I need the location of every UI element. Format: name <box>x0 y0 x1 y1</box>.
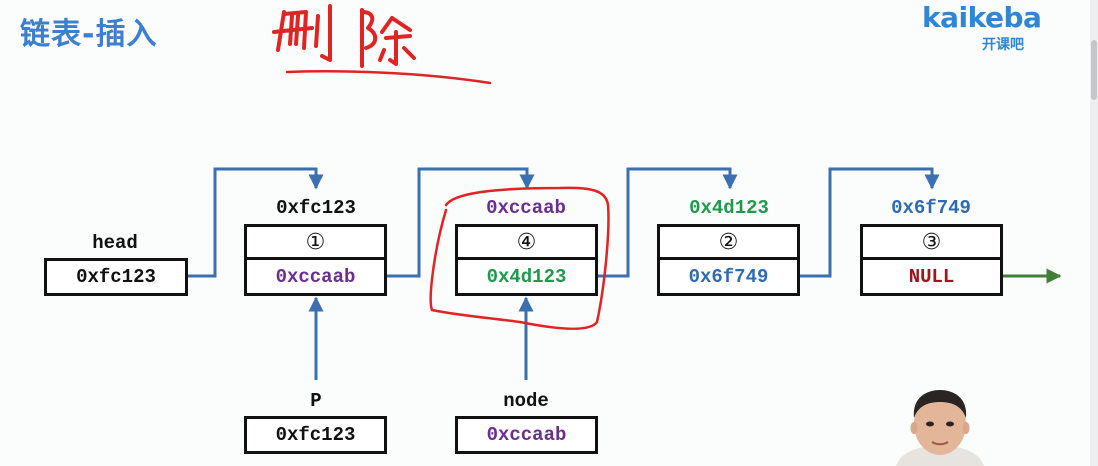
handwriting-underline <box>285 70 492 85</box>
handwritten-delete-note <box>272 4 416 68</box>
node-2-address: 0x4d123 <box>689 197 769 219</box>
node-3-next: NULL <box>908 265 955 288</box>
node-1-address: 0xfc123 <box>276 197 356 219</box>
p-pointer-label: P <box>310 390 322 412</box>
scrollbar-thumb[interactable] <box>1091 40 1097 100</box>
node-pointer-box: 0xccaab <box>455 416 598 454</box>
logo-wordmark: kaikeba <box>922 1 1042 34</box>
node-2-next: 0x6f749 <box>688 265 769 288</box>
head-label: head <box>92 232 138 254</box>
highlight-circle <box>429 186 610 330</box>
node-1-next: 0xccaab <box>275 265 356 288</box>
node-4-address: 0xccaab <box>486 197 566 219</box>
kaikeba-logo: kaikeba 开课吧 <box>916 1 1046 55</box>
node-2-number: ② <box>660 227 797 260</box>
node-4-to-node-2-arrow <box>597 167 738 278</box>
presenter-avatar-icon <box>896 390 984 466</box>
logo-subtitle: 开课吧 <box>982 37 1024 53</box>
node-4: ④ 0x4d123 <box>455 224 598 296</box>
slide-title: 链表-插入 <box>20 17 158 52</box>
head-value: 0xfc123 <box>76 266 156 288</box>
node-2: ② 0x6f749 <box>657 224 800 296</box>
node-pointer-value: 0xccaab <box>486 424 567 446</box>
node-4-number: ④ <box>458 227 595 260</box>
node-pointer-label: node <box>503 390 549 412</box>
p-pointer-value: 0xfc123 <box>275 424 356 446</box>
node-1-to-node-4-arrow <box>387 167 535 278</box>
head-box: 0xfc123 <box>44 258 188 296</box>
node-3-address: 0x6f749 <box>891 197 971 219</box>
node-4-next: 0x4d123 <box>486 265 567 288</box>
node-3: ③ NULL <box>860 224 1003 296</box>
head-to-node-1-arrow <box>188 167 324 278</box>
node-1-number: ① <box>247 227 384 260</box>
node-2-to-node-3-arrow <box>800 167 940 278</box>
node-3-number: ③ <box>863 227 1000 260</box>
p-pointer-box: 0xfc123 <box>244 416 387 454</box>
scrollbar[interactable] <box>1090 0 1098 466</box>
node-1: ① 0xccaab <box>244 224 387 296</box>
